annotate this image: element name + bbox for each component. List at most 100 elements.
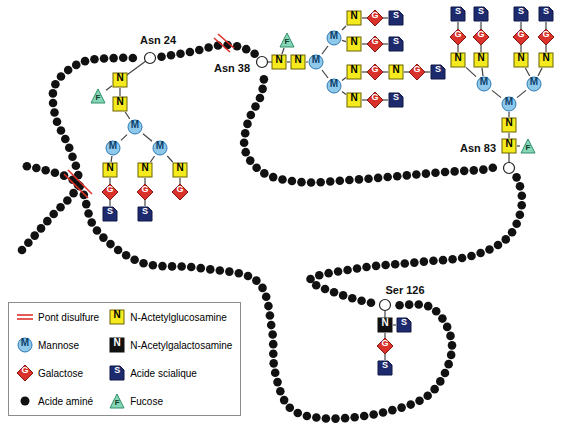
diamond-symbol xyxy=(450,29,466,45)
amino-acid xyxy=(322,414,331,423)
sample-shape xyxy=(17,393,33,409)
glycan-symbol: G xyxy=(137,184,153,200)
circle-symbol xyxy=(309,55,323,69)
legend-text: Acide scialique xyxy=(130,368,197,379)
symbol-letter: N xyxy=(388,64,404,80)
diamond-symbol xyxy=(367,36,383,52)
glycosidic-bond xyxy=(362,17,367,18)
legend-sample xyxy=(17,309,33,325)
glycosylated-residue xyxy=(380,300,391,311)
glycan-symbol: S xyxy=(450,6,466,22)
amino-acid xyxy=(364,174,373,183)
amino-acid xyxy=(129,54,138,63)
glycosidic-bond xyxy=(383,71,388,72)
residue-label: Ser 126 xyxy=(385,284,424,296)
flag-symbol xyxy=(389,93,403,107)
amino-acid xyxy=(225,267,234,276)
amino-acid xyxy=(23,162,32,171)
amino-acid xyxy=(285,404,294,413)
amino-acid xyxy=(353,264,362,273)
square-symbol xyxy=(110,338,124,352)
glycosidic-bond xyxy=(110,156,112,162)
glycosidic-bond xyxy=(119,88,120,96)
amino-acid xyxy=(216,266,225,275)
circle-symbol xyxy=(128,120,142,134)
amino-acid xyxy=(508,228,517,237)
symbol-letter: S xyxy=(137,206,153,222)
glycan-symbol: F xyxy=(520,138,536,154)
disulfide-bridge xyxy=(214,38,230,52)
glycan-symbol: G xyxy=(450,29,466,45)
symbol-letter: G xyxy=(102,184,118,200)
glycan-symbol: M xyxy=(105,140,121,156)
glycan-symbol: G xyxy=(367,64,383,80)
amino-acid xyxy=(424,302,433,311)
symbol-letter: G xyxy=(473,29,489,45)
amino-acid xyxy=(269,173,278,182)
glycan-symbol: N xyxy=(102,162,118,178)
square-symbol xyxy=(502,118,516,132)
amino-acid xyxy=(247,111,256,120)
amino-acid xyxy=(158,262,167,271)
amino-acid xyxy=(297,178,306,187)
amino-acid xyxy=(258,85,267,94)
glycosidic-bond xyxy=(362,43,367,44)
glycan-symbol: N xyxy=(388,64,404,80)
glycosidic-bond xyxy=(545,22,546,29)
amino-acid xyxy=(240,138,249,147)
glycosidic-bond xyxy=(517,90,526,97)
glycosidic-bond xyxy=(287,61,290,62)
glycan-symbol: G xyxy=(473,29,489,45)
glycan-symbol: M xyxy=(326,30,342,46)
amino-acid xyxy=(324,269,333,278)
amino-acid xyxy=(350,413,359,422)
symbol-letter: N xyxy=(538,52,554,68)
glycosidic-bond xyxy=(404,71,409,72)
glycan-symbol: M xyxy=(152,140,168,156)
symbol-letter: G xyxy=(513,29,529,45)
amino-acid xyxy=(43,217,52,226)
amino-acid xyxy=(267,321,276,330)
amino-acid xyxy=(488,163,497,172)
amino-acid xyxy=(149,261,158,270)
amino-acid xyxy=(381,261,390,270)
amino-acid xyxy=(410,258,419,267)
legend-row: N N-Acetylgalactosamine xyxy=(109,337,232,353)
legend-row: Acide aminé xyxy=(17,393,99,409)
glycan-symbol: S xyxy=(388,92,404,108)
legend-text: N-Acetylgalactosamine xyxy=(130,340,232,351)
amino-acid xyxy=(388,406,397,415)
amino-acid xyxy=(51,168,60,177)
amino-acid xyxy=(360,412,369,421)
amino-acid xyxy=(168,262,177,271)
symbol-letter: G xyxy=(377,338,393,354)
glycosidic-bond xyxy=(179,178,180,184)
amino-acid xyxy=(397,403,406,412)
symbol-letter: G xyxy=(367,92,383,108)
amino-acid xyxy=(441,369,450,378)
amino-acid xyxy=(436,377,445,386)
legend-row: MMannose xyxy=(17,337,99,353)
amino-acid xyxy=(72,61,81,70)
amino-acid xyxy=(269,349,278,358)
amino-acid xyxy=(69,189,78,198)
legend-text: Acide aminé xyxy=(38,396,93,407)
amino-acid xyxy=(372,262,381,271)
amino-acid xyxy=(53,117,62,126)
amino-acid xyxy=(258,284,267,293)
glycosidic-bond xyxy=(144,178,145,184)
square-symbol xyxy=(173,163,187,177)
amino-acid xyxy=(345,176,354,185)
glycan-symbol: G xyxy=(513,29,529,45)
amino-acid xyxy=(49,99,58,108)
legend-sample: N xyxy=(109,309,125,325)
glycan-symbol: N xyxy=(346,64,362,80)
triangle-symbol xyxy=(280,33,294,47)
glycan-symbol: N xyxy=(112,96,128,112)
amino-acid xyxy=(214,41,223,50)
amino-acid xyxy=(177,262,186,271)
legend-sample: N xyxy=(109,337,125,353)
amino-acid xyxy=(512,173,521,182)
amino-acid xyxy=(276,387,285,396)
amino-acid xyxy=(517,201,526,210)
